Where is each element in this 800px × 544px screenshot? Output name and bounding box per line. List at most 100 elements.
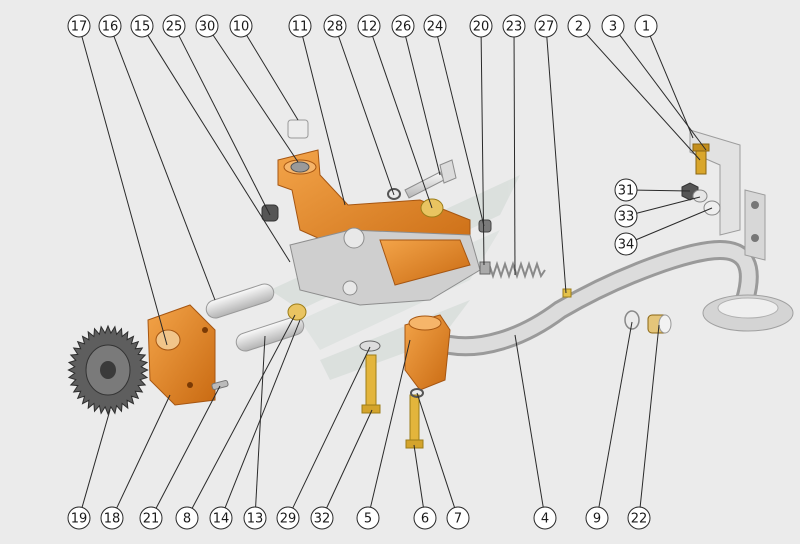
callout-number: 20 (473, 20, 490, 35)
callout-circle (130, 14, 154, 38)
leader-line-15 (147, 35, 291, 263)
leader-lines (81, 33, 713, 509)
callout-17: 17 (67, 14, 91, 38)
bush-14 (287, 303, 307, 321)
callout-number: 25 (166, 20, 183, 35)
plug-22 (647, 314, 672, 334)
callout-21: 21 (139, 506, 163, 530)
leader-line-32 (326, 409, 373, 509)
callout-circle (533, 506, 557, 530)
callout-circle (288, 14, 312, 38)
callout-20: 20 (469, 14, 493, 38)
callout-12: 12 (357, 14, 381, 38)
callout-circle (310, 506, 334, 530)
leader-line-14 (224, 319, 301, 508)
callout-7: 7 (446, 506, 470, 530)
leader-line-27 (546, 36, 567, 294)
leader-line-12 (372, 36, 433, 209)
callout-14: 14 (209, 506, 233, 530)
callout-circle (567, 14, 591, 38)
leader-line-16 (113, 36, 216, 301)
callout-circle (357, 14, 381, 38)
callout-number: 30 (199, 20, 216, 35)
leader-line-18 (116, 394, 171, 509)
callout-circle (195, 14, 219, 38)
leader-line-20 (480, 36, 485, 266)
callout-circle (139, 506, 163, 530)
callout-circle (614, 178, 638, 202)
shaft-16 (205, 283, 275, 319)
callout-number: 9 (593, 512, 601, 527)
callout-15: 15 (130, 14, 154, 38)
drive-gear-19 (67, 324, 149, 416)
callout-25: 25 (162, 14, 186, 38)
callout-30: 30 (195, 14, 219, 38)
plug-27 (562, 288, 572, 298)
leader-line-24 (437, 36, 485, 227)
dowel-21 (211, 379, 229, 391)
callout-number: 8 (183, 512, 191, 527)
washer-29 (359, 340, 381, 352)
leader-line-7 (416, 392, 456, 508)
callout-10: 10 (229, 14, 253, 38)
leader-line-8 (191, 314, 296, 509)
callout-circle (229, 14, 253, 38)
callout-number: 6 (421, 512, 429, 527)
seal-ring-9 (624, 310, 640, 330)
callout-27: 27 (534, 14, 558, 38)
callout-number: 27 (538, 20, 555, 35)
leader-line-28 (338, 36, 395, 196)
callout-circle (243, 506, 267, 530)
callout-number: 26 (395, 20, 412, 35)
callout-circle (323, 14, 347, 38)
callout-number: 23 (506, 20, 523, 35)
callout-number: 7 (454, 512, 462, 527)
callout-circle (614, 204, 638, 228)
pump-cover-18 (147, 304, 216, 406)
callout-circle (391, 14, 415, 38)
leader-line-31 (636, 189, 691, 192)
callout-number: 21 (143, 512, 160, 527)
washer-7 (410, 388, 424, 398)
leader-line-2 (586, 33, 701, 161)
callout-circle (423, 14, 447, 38)
leader-line-11 (302, 36, 346, 206)
callout-circle (209, 506, 233, 530)
leader-line-9 (598, 321, 633, 508)
callout-34: 34 (614, 232, 638, 256)
callout-circle (98, 14, 122, 38)
leader-line-25 (178, 35, 271, 216)
callout-number: 33 (618, 210, 635, 225)
callout-circle (634, 14, 658, 38)
callout-31: 31 (614, 178, 638, 202)
callout-number: 13 (247, 512, 264, 527)
leader-line-21 (155, 385, 221, 509)
callout-32: 32 (310, 506, 334, 530)
callout-1: 1 (634, 14, 658, 38)
callout-circle (627, 506, 651, 530)
leader-line-33 (636, 196, 701, 214)
callout-6: 6 (413, 506, 437, 530)
leader-line-1 (649, 35, 694, 139)
callout-number: 22 (631, 512, 648, 527)
callout-circle (162, 14, 186, 38)
washer-33 (692, 189, 708, 203)
callout-number: 3 (609, 20, 617, 35)
callout-13: 13 (243, 506, 267, 530)
callout-number: 11 (292, 20, 309, 35)
callout-number: 12 (361, 20, 378, 35)
callout-number: 34 (618, 238, 635, 253)
callout-19: 19 (67, 506, 91, 530)
callout-33: 33 (614, 204, 638, 228)
callout-circle (67, 506, 91, 530)
callout-circle (469, 14, 493, 38)
callout-11: 11 (288, 14, 312, 38)
leader-line-10 (246, 35, 299, 121)
callout-circle (100, 506, 124, 530)
leader-line-23 (513, 36, 516, 276)
callout-circle (413, 506, 437, 530)
oil-pickup-pipe (440, 239, 794, 357)
leader-line-22 (639, 324, 660, 508)
ring-28 (387, 188, 401, 200)
